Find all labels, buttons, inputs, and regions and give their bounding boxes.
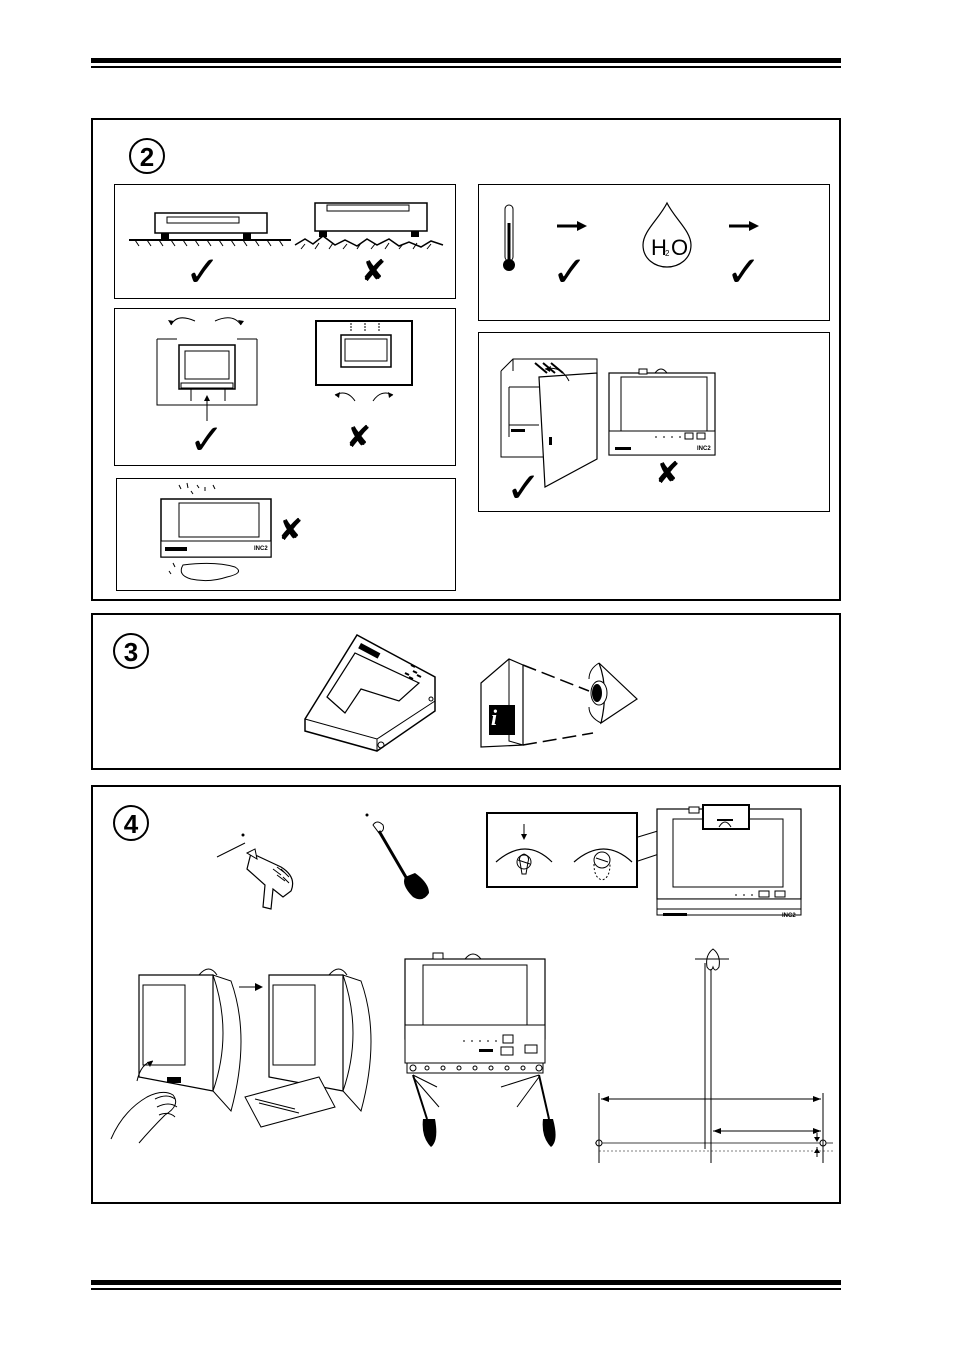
step-2-number: 2	[129, 138, 165, 174]
flat-ok-mark: ✓	[185, 251, 220, 293]
top-rule-thin	[91, 66, 841, 68]
arrow-right-icon	[557, 221, 587, 231]
thermometer-icon	[499, 203, 519, 273]
bottom-rule-thin	[91, 1288, 841, 1290]
uneven-no-mark: ✘	[361, 257, 386, 287]
ventilation-box: ✓ ✘	[114, 308, 456, 466]
liquid-box: INC2 ✘	[116, 478, 456, 591]
vent-no-mark: ✘	[346, 423, 371, 453]
step-3-number: 3	[113, 633, 149, 669]
arrow-right-icon	[729, 221, 759, 231]
liquid-no-mark: ✘	[278, 516, 303, 546]
h2o-o: O	[671, 235, 688, 261]
step-4-panel: 4	[91, 785, 841, 1204]
temp-humidity-box: H 2 O ✓ ✓	[478, 184, 830, 321]
vent-ok-mark: ✓	[189, 419, 224, 461]
mount-device-label: INC2	[782, 913, 796, 919]
cabinet-box: INC2 ✓ ✘	[478, 332, 830, 512]
device-front-mount-view	[655, 803, 803, 925]
cabinet-device-label: INC2	[697, 446, 711, 452]
liquid-device-label: INC2	[254, 546, 268, 552]
screwdriver-icon	[361, 809, 441, 909]
step-2-panel: 2 ✓ ✘	[91, 118, 841, 601]
info-glyph: i	[491, 705, 497, 731]
flat-surface-device	[115, 185, 457, 300]
bottom-rule-thick	[91, 1280, 841, 1285]
step-4-number: 4	[113, 805, 149, 841]
keyhole-diagram	[488, 814, 640, 890]
eye-icon	[587, 659, 647, 729]
ventilation-diagram	[115, 309, 457, 467]
keyhole-detail-box	[486, 812, 638, 888]
base-screws-diagram	[403, 951, 553, 1161]
cover-removal-diagram	[109, 967, 369, 1157]
step-3-panel: 3 i	[91, 613, 841, 770]
device-unpack-illustration	[301, 627, 441, 757]
cabinet-ok-mark: ✓	[506, 467, 541, 509]
temp-ok-mark: ✓	[552, 251, 587, 293]
surface-box: ✓ ✘	[114, 184, 456, 299]
top-rule-thick	[91, 58, 841, 63]
h2o-sub: 2	[665, 249, 669, 258]
mounting-dimension-diagram	[593, 943, 833, 1163]
open-mount-no-mark: ✘	[655, 459, 680, 489]
humidity-ok-mark: ✓	[726, 251, 761, 293]
drill-icon	[211, 827, 311, 917]
